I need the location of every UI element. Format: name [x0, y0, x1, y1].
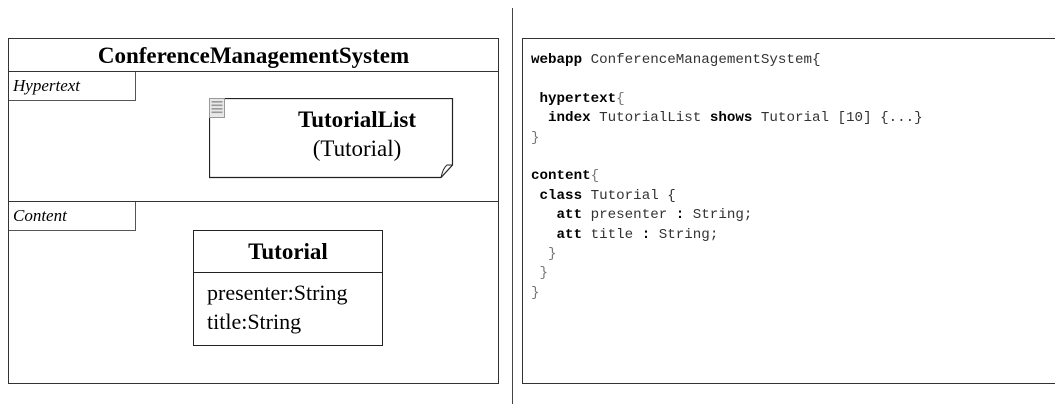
- code-text: String;: [684, 207, 753, 224]
- attribute-title: title:String: [207, 309, 302, 334]
- code-text: Tutorial {: [582, 187, 676, 204]
- code-brace: {: [616, 90, 625, 107]
- code-panel: webapp ConferenceManagementSystem{ hyper…: [522, 38, 1055, 384]
- code-text: title: [582, 226, 642, 243]
- index-unit-entity: (Tutorial): [312, 136, 402, 161]
- keyword-class: class: [539, 187, 583, 204]
- class-name: Tutorial: [194, 231, 382, 273]
- code-brace: {: [590, 168, 600, 185]
- class-box[interactable]: Tutorial presenter:String title:String: [193, 230, 383, 346]
- attribute-list: presenter:String title:String: [194, 273, 382, 336]
- hypertext-section: Hypertext TutorialList (Tutorial): [9, 72, 498, 202]
- index-unit-shape: [209, 98, 454, 179]
- code-text: presenter: [582, 207, 676, 224]
- index-unit[interactable]: TutorialList (Tutorial): [209, 98, 454, 179]
- content-label: Content: [9, 202, 136, 231]
- code-brace: }: [548, 246, 557, 263]
- code-colon: :: [675, 207, 685, 224]
- code-brace: }: [539, 265, 549, 282]
- content-section: Content Tutorial presenter:String title:…: [9, 202, 498, 385]
- keyword-content: content: [531, 168, 591, 185]
- diagram-title: ConferenceManagementSystem: [9, 39, 498, 72]
- keyword-att: att: [556, 207, 583, 224]
- keyword-index: index: [548, 110, 591, 127]
- hypertext-label: Hypertext: [9, 72, 136, 101]
- code-brace: }: [531, 129, 540, 146]
- keyword-webapp: webapp: [531, 52, 583, 68]
- webml-diagram: ConferenceManagementSystem Hypertext Tut…: [8, 38, 499, 384]
- code-text: ConferenceManagementSystem{: [582, 52, 821, 68]
- code-listing: webapp ConferenceManagementSystem{ hyper…: [531, 51, 923, 303]
- code-brace: }: [531, 284, 540, 301]
- code-text: Tutorial [10] {...}: [752, 110, 923, 127]
- code-text: String;: [650, 226, 719, 243]
- code-text: TutorialList: [590, 110, 710, 127]
- index-list-icon: [209, 98, 225, 118]
- attribute-presenter: presenter:String: [207, 280, 348, 305]
- keyword-att: att: [556, 226, 583, 243]
- code-colon: :: [641, 226, 651, 243]
- keyword-hypertext: hypertext: [539, 90, 617, 107]
- keyword-shows: shows: [709, 110, 753, 127]
- index-unit-name: TutorialList: [297, 107, 416, 132]
- panel-divider: [512, 8, 513, 404]
